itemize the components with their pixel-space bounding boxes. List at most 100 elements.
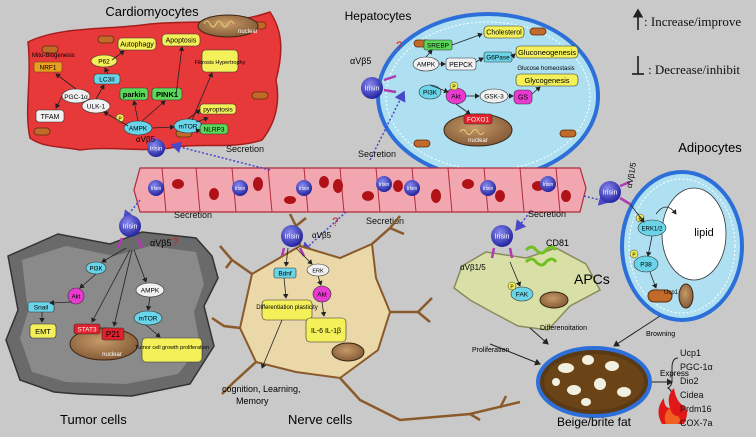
blood-vessel: Irisin Irisin Irisin Irisin Irisin Irisi… — [133, 167, 587, 213]
secretion-label-apcs: Secretion — [528, 209, 566, 219]
tumor-cell: Tumor cells Irisin αVβ5 ? PI3K Akt Snail… — [5, 215, 219, 427]
tumor-akt: Akt — [72, 295, 81, 301]
hepato-glucose-homeostasis: Glucose homeostasis — [517, 66, 574, 72]
tumor-nuclear-label: nuclear — [102, 352, 122, 358]
svg-text:Irisin: Irisin — [285, 234, 300, 241]
cardio-fibrosis: Fibrosis Hypertrophy — [195, 60, 246, 66]
tumor-mtor: mTOR — [138, 316, 157, 323]
adipo-receptor-label: αVβ1/5 — [625, 161, 638, 188]
cardio-autophagy: Autophagy — [120, 42, 154, 49]
nerve-receptor-label: αVβ5 — [312, 231, 332, 240]
svg-text:Irisin: Irisin — [379, 182, 390, 188]
apcs-title: APCs — [574, 271, 610, 287]
gene-pgc1a: PGC-1α — [680, 362, 713, 372]
cardio-irisin-receptor: Irisin αVβ5 — [136, 135, 165, 157]
cardio-parkin: parkin — [123, 90, 146, 99]
secretion-label-hepato: Secretion — [358, 149, 396, 159]
apc-cell: Irisin αVβ1/5 CD81 APCs FAK P Proliferat… — [453, 225, 610, 354]
nerve-bdnf: Bdnf — [278, 271, 292, 278]
svg-text:Irisin: Irisin — [365, 86, 380, 93]
irisin-in-vessel — [148, 176, 556, 196]
cardiomyocytes-title: Cardiomyocytes — [105, 4, 199, 19]
cardio-pyroptosis: pyroptosis — [203, 107, 233, 114]
svg-text:P: P — [510, 285, 514, 291]
proliferation-label: Proliferation — [472, 347, 509, 354]
cardio-p62: P62 — [98, 59, 110, 66]
svg-text:Irisin: Irisin — [495, 234, 510, 241]
svg-text:Irisin: Irisin — [123, 224, 138, 231]
apc-receptor-label: αVβ1/5 — [460, 263, 486, 272]
svg-text:P: P — [632, 253, 636, 259]
hepato-irisin-receptor: Irisin αVβ5 ? — [350, 39, 403, 99]
cardio-nuclear-label: nuclear — [238, 29, 258, 35]
gene-cox7a: COX-7a — [680, 418, 713, 428]
secretion-label-nerve: Secretion — [366, 216, 404, 226]
nerve-cognition: cognition, Learning, — [222, 384, 301, 394]
hepato-gluconeogenesis: Gluconeogenesis — [518, 48, 576, 57]
express-label: Express — [660, 369, 689, 378]
tumor-title: Tumor cells — [60, 412, 127, 427]
cardio-receptor-label: αVβ5 — [136, 135, 156, 144]
cardio-mtor: mTOR — [178, 124, 197, 131]
browning-label: Browning — [646, 331, 675, 338]
cardio-pgc: PGC-1α — [64, 94, 88, 101]
nerve-cell: Nerve cells Irisin αVβ5 ? Bdnf ERK Akt D… — [211, 213, 521, 427]
cardio-tfam: TFAM — [41, 114, 60, 121]
svg-text:Irisin: Irisin — [299, 186, 310, 192]
hepato-g6pase: G6Pase — [486, 55, 510, 62]
nerve-erk: ERK — [312, 269, 324, 275]
apc-fak: FAK — [516, 292, 529, 299]
hepato-ampk: AMPK — [417, 62, 436, 69]
svg-text:Irisin: Irisin — [483, 186, 494, 192]
tumor-growth: Tumor cell growth proliferation — [135, 345, 209, 351]
svg-text:Irisin: Irisin — [543, 182, 554, 188]
tumor-snail: Snail — [34, 305, 49, 312]
cardio-apoptosis: Apoptosis — [166, 38, 197, 45]
svg-text:?: ? — [332, 215, 339, 229]
inhibit-bar-icon — [632, 56, 644, 75]
cd81-label: CD81 — [546, 238, 569, 248]
gene-dio2: Dio2 — [680, 376, 699, 386]
nerve-il6-il1b: IL-6 IL-1β — [311, 328, 341, 335]
beige-fat-title: Beige/brite fat — [557, 415, 632, 429]
svg-text:Irisin: Irisin — [235, 186, 246, 192]
express-gene-list: Ucp1 PGC-1α Dio2 Cidea Prdm16 COX-7a — [680, 348, 713, 428]
nerve-differentiation: Differentiation plasticity — [256, 305, 318, 311]
tumor-emt: EMT — [35, 327, 51, 336]
tumor-stat3: STAT3 — [77, 327, 97, 334]
beige-fat-cell: Beige/brite fat Express Ucp1 PGC-1α Dio2… — [489, 343, 713, 429]
hepato-pepck: PEPCK — [449, 62, 473, 69]
adipocyte-cell: lipid Adipocytes Irisin αVβ1/5 ERK1/2 P3… — [599, 140, 744, 347]
secretion-label-cardio: Secretion — [226, 144, 264, 154]
hepato-akt: Akt — [451, 94, 461, 101]
svg-text:?: ? — [172, 235, 179, 249]
cardio-ulk1: ULK-1 — [87, 104, 106, 111]
differentiation-label: Differenoitation — [540, 325, 587, 332]
tumor-pi3k: PI3K — [89, 267, 102, 273]
hepato-srebp: SREBP — [427, 43, 449, 50]
lipid-label: lipid — [694, 227, 714, 239]
gene-cidea: Cidea — [680, 390, 704, 400]
hepato-glycogenesis: Glycogenesis — [524, 76, 569, 85]
svg-text:P: P — [118, 117, 122, 123]
secretion-label-tumor: Secretion — [174, 210, 212, 220]
nerve-akt: Akt — [317, 292, 327, 299]
adipo-ucp1: Ucp1 — [664, 290, 679, 296]
adipo-erk: ERK1/2 — [642, 227, 663, 233]
cardio-lc3: LC3II — [99, 77, 115, 84]
adipocytes-title: Adipocytes — [678, 140, 742, 155]
svg-text:Irisin: Irisin — [151, 186, 162, 192]
gene-prdm16: Prdm16 — [680, 404, 712, 414]
svg-text:Irisin: Irisin — [407, 186, 418, 192]
cardio-nlrp3: NLRP3 — [204, 127, 225, 134]
hepato-gs: GS — [518, 95, 528, 102]
tumor-p21: P21 — [106, 330, 121, 339]
hepatocytes-title: Hepatocytes — [345, 9, 412, 23]
nerve-memory: Memory — [236, 396, 269, 406]
secretion-arrows — [123, 90, 610, 254]
hepato-gsk3: GSK-3 — [484, 94, 504, 101]
hepato-pi3k: PI3K — [423, 90, 438, 97]
cardio-nrf1: NRF1 — [40, 65, 57, 72]
